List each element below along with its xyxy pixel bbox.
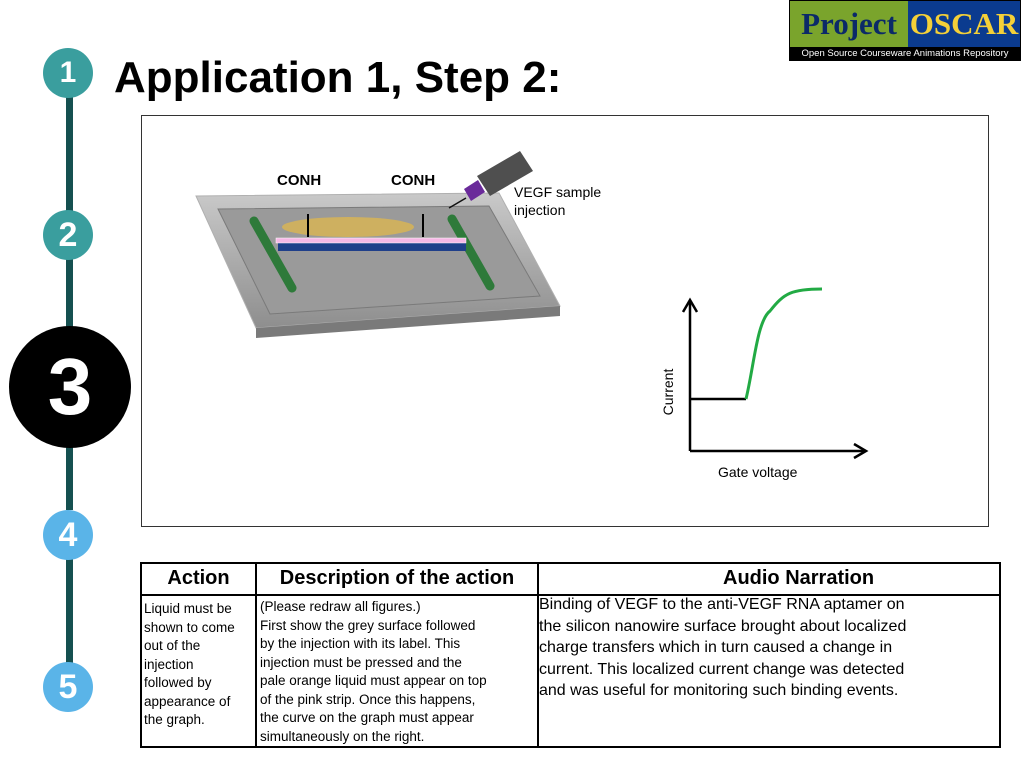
description-line: of the pink strip. Once this happens, <box>260 691 476 707</box>
step-timeline: 1 2 3 4 5 <box>0 0 140 767</box>
injector-body <box>477 151 533 196</box>
injector-tip <box>464 180 485 201</box>
description-cell: (Please redraw all figures.) First show … <box>260 598 536 746</box>
narration-cell: Binding of VEGF to the anti-VEGF RNA apt… <box>539 594 997 702</box>
header-action: Action <box>167 567 230 589</box>
injection-label-line: injection <box>514 202 566 218</box>
current-response-curve <box>744 287 823 400</box>
graph-xlabel: Gate voltage <box>718 464 798 480</box>
timeline-bar-segment <box>66 258 73 338</box>
storyboard-table: Action Description of the action Audio N… <box>140 562 1001 748</box>
table-divider <box>537 564 539 746</box>
step-4-marker[interactable]: 4 <box>43 510 93 560</box>
header-description: Description of the action <box>279 567 515 589</box>
illustration-panel: CONH CONH VEGF sample injection Current … <box>141 115 989 527</box>
narration-line: current. This localized current change w… <box>539 660 905 678</box>
description-line: injection must be pressed and the <box>260 654 462 670</box>
table-header-divider <box>142 594 999 596</box>
narration-line: Binding of VEGF to the anti-VEGF RNA apt… <box>539 596 905 613</box>
logo-oscar-text: OSCAR <box>908 1 1020 47</box>
narration-line: charge transfers which in turn caused a … <box>539 639 893 656</box>
project-oscar-logo: Project OSCAR Open Source Courseware Ani… <box>789 0 1021 61</box>
timeline-bar-segment <box>66 558 73 668</box>
narration-line: the silicon nanowire surface brought abo… <box>539 617 907 635</box>
injection-label-line: VEGF sample <box>514 184 602 200</box>
action-cell: Liquid must be shown to come out of the … <box>144 600 254 730</box>
action-line: followed by <box>144 675 212 690</box>
action-line: the graph. <box>144 712 205 727</box>
description-line: simultaneously on the right. <box>260 728 425 744</box>
timeline-bar-segment <box>66 95 73 217</box>
action-line: injection <box>144 656 194 672</box>
description-line: by the injection with its label. This <box>260 636 461 651</box>
page-title: Application 1, Step 2: <box>114 53 562 102</box>
header-audio-narration: Audio Narration <box>723 567 875 589</box>
substrate-edge <box>256 306 560 338</box>
narration-line: and was useful for monitoring such bindi… <box>539 682 899 699</box>
step-1-marker[interactable]: 1 <box>43 48 93 98</box>
right-electrode <box>447 214 495 291</box>
graph-x-arrow <box>853 442 869 460</box>
step-3-marker-active[interactable]: 3 <box>9 326 131 448</box>
vegf-liquid-drop <box>282 217 414 237</box>
description-line: pale orange liquid must appear on top <box>260 673 487 688</box>
step-2-marker[interactable]: 2 <box>43 210 93 260</box>
step-5-marker[interactable]: 5 <box>43 662 93 712</box>
description-line: First show the grey surface followed <box>260 617 476 633</box>
description-line: the curve on the graph must appear <box>260 710 474 725</box>
left-electrode <box>249 216 297 293</box>
description-line: (Please redraw all figures.) <box>260 599 421 614</box>
timeline-bar-segment <box>66 440 73 510</box>
device-and-graph-illustration <box>195 151 869 460</box>
pink-aptamer-strip <box>275 237 467 244</box>
action-line: shown to come <box>144 619 235 635</box>
action-line: appearance of <box>144 693 231 709</box>
graph-ylabel: Current <box>660 368 676 416</box>
logo-project-text: Project <box>790 1 908 47</box>
injector-needle <box>448 197 467 209</box>
action-line: Liquid must be <box>144 601 232 616</box>
action-line: out of the <box>144 638 201 653</box>
conh-label-right: CONH <box>391 172 436 189</box>
graph-y-arrow <box>681 297 699 313</box>
conh-label-left: CONH <box>277 172 322 189</box>
table-divider <box>255 564 257 746</box>
vegf-injection-label: VEGF sample injection <box>514 183 601 219</box>
logo-tagline: Open Source Courseware Animations Reposi… <box>801 48 1009 59</box>
